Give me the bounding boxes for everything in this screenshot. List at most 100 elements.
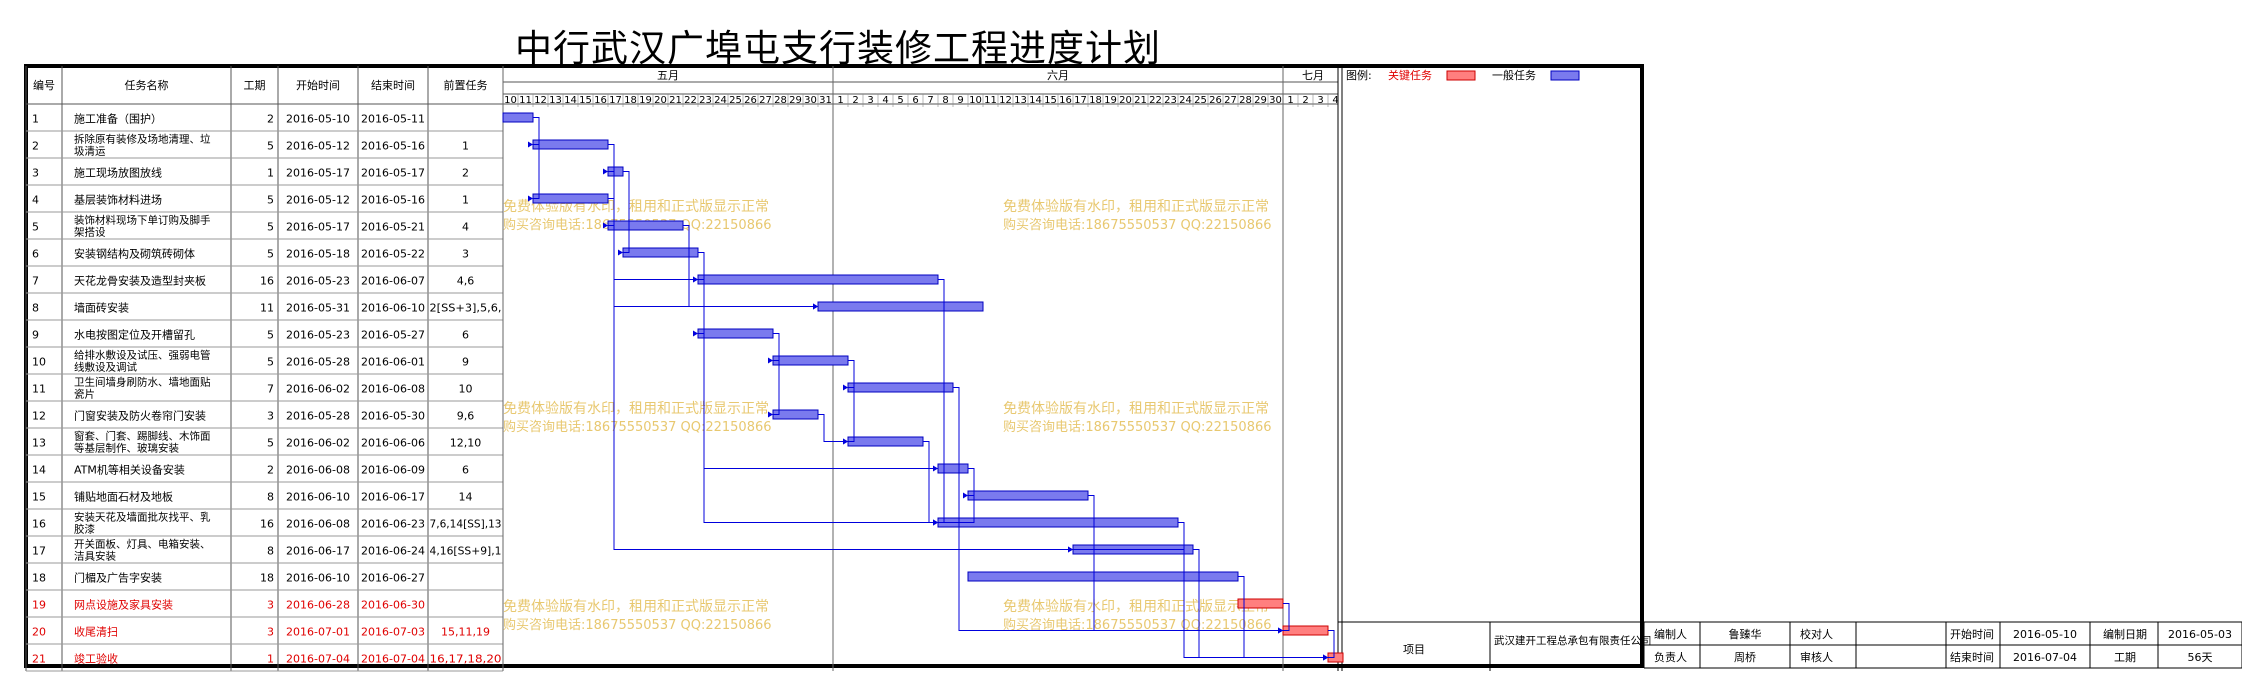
watermark-line2: 购买咨询电话:18675550537 QQ:22150866 [1003, 217, 1272, 233]
dependency-arrow [693, 276, 698, 283]
day-label: 6 [912, 95, 918, 106]
task-id: 1 [32, 113, 39, 126]
task-end: 2016-05-16 [361, 140, 425, 153]
day-label: 13 [549, 95, 562, 106]
dependency-link [608, 198, 1073, 550]
task-name: 竣工验收 [74, 652, 118, 666]
task-id: 3 [32, 167, 39, 180]
day-label: 24 [1179, 95, 1192, 106]
month-label: 六月 [1047, 69, 1069, 82]
task-name: 网点设施及家具安装 [74, 598, 173, 612]
dependency-arrow [933, 519, 938, 526]
dependency-link [1178, 522, 1328, 658]
day-label: 3 [1317, 95, 1323, 106]
day-label: 29 [789, 95, 802, 106]
task-pred: 4 [462, 221, 469, 234]
task-id: 13 [32, 437, 46, 450]
day-label: 12 [534, 95, 547, 106]
task-id: 19 [32, 599, 46, 612]
dependency-arrow [813, 303, 818, 310]
task-end: 2016-05-17 [361, 167, 425, 180]
dependency-link [818, 414, 848, 442]
task-bar-7 [697, 274, 939, 285]
task-start: 2016-05-12 [286, 140, 350, 153]
dependency-arrow [768, 411, 773, 418]
day-label: 22 [684, 95, 697, 106]
day-label: 9 [957, 95, 963, 106]
task-start: 2016-06-10 [286, 491, 350, 504]
task-end: 2016-06-23 [361, 518, 425, 531]
task-pred: 15,11,19 [441, 626, 490, 639]
dependency-link [1283, 603, 1290, 631]
dependency-arrow [528, 195, 533, 202]
task-duration: 5 [267, 248, 274, 261]
watermark-line2: 购买咨询电话:18675550537 QQ:22150866 [1003, 617, 1272, 633]
day-label: 20 [1119, 95, 1132, 106]
task-pred: 1 [462, 194, 469, 207]
task-pred: 7,6,14[SS],13 [430, 518, 502, 531]
task-id: 4 [32, 194, 39, 207]
task-end: 2016-05-21 [361, 221, 425, 234]
day-label: 25 [729, 95, 742, 106]
task-id: 21 [32, 653, 46, 666]
task-end: 2016-06-30 [361, 599, 425, 612]
task-duration: 18 [260, 572, 274, 585]
task-start: 2016-06-17 [286, 545, 350, 558]
task-pred: 10 [459, 383, 473, 396]
month-label: 五月 [657, 69, 679, 82]
meta-cell: 审核人 [1800, 650, 1833, 664]
task-end: 2016-05-11 [361, 113, 425, 126]
day-label: 26 [744, 95, 757, 106]
watermark-line2: 购买咨询电话:18675550537 QQ:22150866 [1003, 419, 1272, 435]
table-header-2: 工期 [244, 79, 266, 92]
task-duration: 2 [267, 464, 274, 477]
table-header-4: 结束时间 [371, 79, 415, 92]
task-name-line2: 圾清运 [74, 145, 106, 158]
day-label: 22 [1149, 95, 1162, 106]
task-start: 2016-05-10 [286, 113, 350, 126]
task-bar-10 [772, 355, 849, 366]
day-label: 18 [1089, 95, 1102, 106]
meta-cell: 2016-05-03 [2168, 628, 2232, 641]
dependency-link [773, 333, 780, 415]
day-label: 17 [1074, 95, 1087, 106]
task-id: 20 [32, 626, 46, 639]
task-id: 7 [32, 275, 39, 288]
task-start: 2016-05-23 [286, 329, 350, 342]
task-pred: 2 [462, 167, 469, 180]
task-end: 2016-06-01 [361, 356, 425, 369]
legend-normal-swatch [1550, 70, 1580, 81]
task-pred: 2[SS+3],5,6, [430, 302, 502, 315]
task-bar-18 [967, 571, 1239, 582]
task-name: 给排水敷设及试压、强弱电管 [74, 349, 211, 362]
task-duration: 11 [260, 302, 274, 315]
task-duration: 7 [267, 383, 274, 396]
task-bar-2 [532, 139, 609, 150]
dependency-arrow [933, 465, 938, 472]
meta-cell: 56天 [2188, 651, 2213, 664]
legend-critical-label: 关键任务 [1388, 68, 1432, 82]
table-header-3: 开始时间 [296, 78, 340, 92]
dependency-arrow [618, 249, 623, 256]
table-header-5: 前置任务 [444, 78, 488, 92]
task-name-line2: 胶漆 [74, 523, 95, 536]
dependency-arrow [693, 330, 698, 337]
day-label: 30 [804, 95, 817, 106]
dependency-link [698, 252, 705, 334]
task-end: 2016-06-10 [361, 302, 425, 315]
day-label: 1 [837, 95, 843, 106]
task-name: 安装钢结构及砌筑砖砌体 [74, 247, 195, 261]
task-id: 14 [32, 464, 46, 477]
task-pred: 6 [462, 464, 469, 477]
task-bar-8 [817, 301, 984, 312]
task-bar-4 [532, 193, 609, 204]
day-label: 28 [1239, 95, 1252, 106]
task-start: 2016-05-28 [286, 356, 350, 369]
task-end: 2016-06-06 [361, 437, 425, 450]
task-name: 开关面板、灯具、电箱安装、 [74, 538, 211, 551]
footer-company: 武汉建开工程总承包有限责任公司 [1494, 634, 1652, 647]
task-start: 2016-07-04 [286, 653, 350, 666]
watermark-line1: 免费体验版有水印，租用和正式版显示正常 [1003, 401, 1269, 417]
task-bar-14 [937, 463, 969, 474]
task-name: 墙面砖安装 [74, 301, 129, 315]
